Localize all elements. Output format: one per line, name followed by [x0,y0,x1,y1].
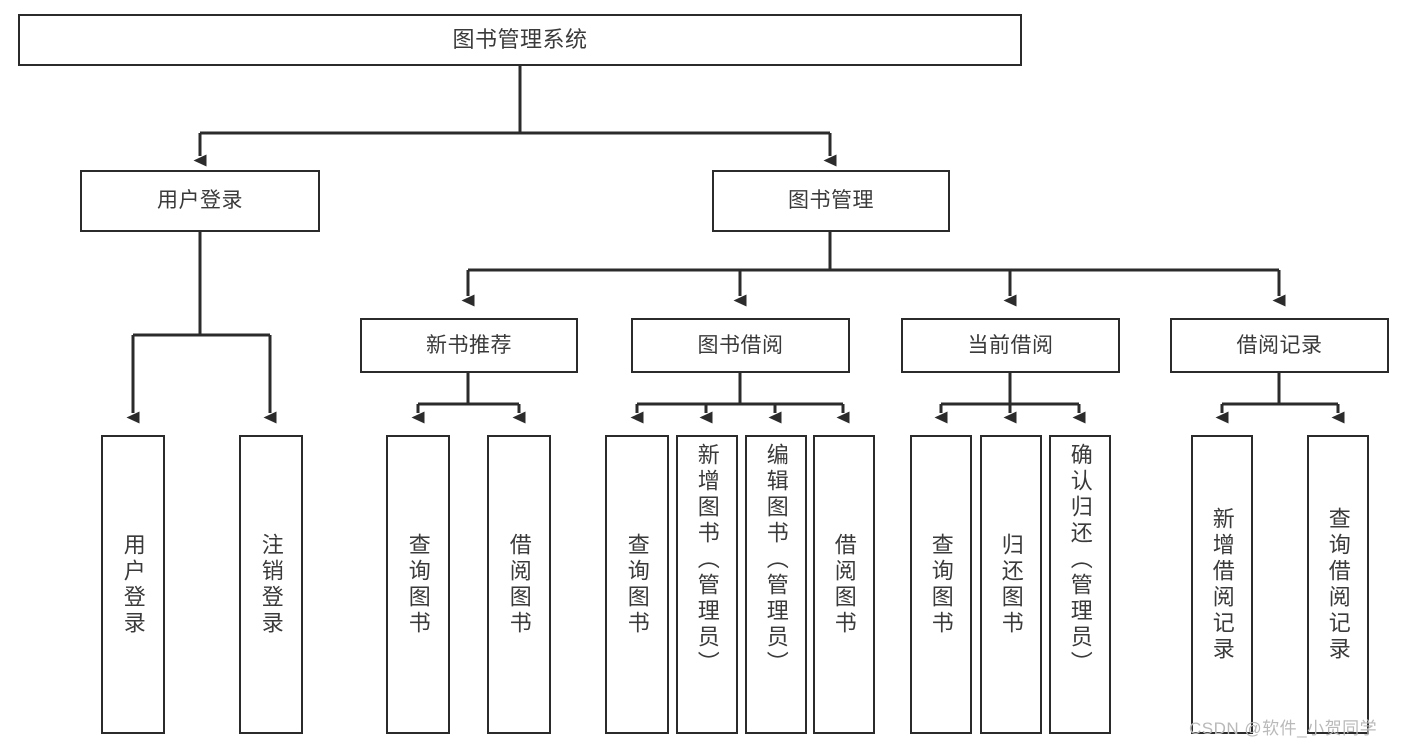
leaf-add-borrow-record[interactable]: 新增借阅记录 [1191,435,1253,734]
node-label: 注销登录 [258,532,284,637]
node-book-borrow[interactable]: 图书借阅 [631,318,850,373]
node-current-borrow[interactable]: 当前借阅 [901,318,1120,373]
node-book-management[interactable]: 图书管理 [712,170,950,232]
node-label: 新增借阅记录 [1209,506,1235,663]
node-borrow-record[interactable]: 借阅记录 [1170,318,1389,373]
leaf-query-borrow-record[interactable]: 查询借阅记录 [1307,435,1369,734]
node-label: 查询图书 [405,532,431,637]
node-user-login[interactable]: 用户登录 [80,170,320,232]
leaf-query-book-current[interactable]: 查询图书 [910,435,972,734]
leaf-edit-book-admin[interactable]: 编辑图书（管理员） [745,435,807,734]
node-label: 借阅图书 [506,532,532,637]
node-label: 借阅图书 [831,532,857,637]
node-label: 编辑图书（管理员） [763,443,789,677]
leaf-user-login[interactable]: 用户登录 [101,435,165,734]
node-label: 用户登录 [120,532,146,637]
node-label: 用户登录 [157,189,243,213]
node-label: 图书借阅 [697,333,784,357]
leaf-return-book[interactable]: 归还图书 [980,435,1042,734]
node-label: 确认归还（管理员） [1067,443,1093,677]
leaf-borrow-book[interactable]: 借阅图书 [813,435,875,734]
node-label: 借阅记录 [1236,333,1323,357]
node-label: 新书推荐 [426,333,512,357]
node-label: 查询借阅记录 [1325,506,1351,663]
leaf-query-book-recommend[interactable]: 查询图书 [386,435,450,734]
leaf-logout[interactable]: 注销登录 [239,435,303,734]
node-label: 当前借阅 [967,333,1054,357]
node-label: 新增图书（管理员） [694,443,720,677]
csdn-watermark: CSDN @软件_小贺同学 [1189,719,1378,738]
node-root-system[interactable]: 图书管理系统 [18,14,1022,66]
node-new-book-recommend[interactable]: 新书推荐 [360,318,578,373]
node-label: 归还图书 [998,532,1024,637]
node-label: 查询图书 [928,532,954,637]
node-label: 查询图书 [624,532,650,637]
leaf-query-book-borrow[interactable]: 查询图书 [605,435,669,734]
leaf-add-book-admin[interactable]: 新增图书（管理员） [676,435,738,734]
leaf-confirm-return-admin[interactable]: 确认归还（管理员） [1049,435,1111,734]
leaf-borrow-book-recommend[interactable]: 借阅图书 [487,435,551,734]
node-label: 图书管理 [788,189,874,213]
node-label: 图书管理系统 [452,26,588,52]
